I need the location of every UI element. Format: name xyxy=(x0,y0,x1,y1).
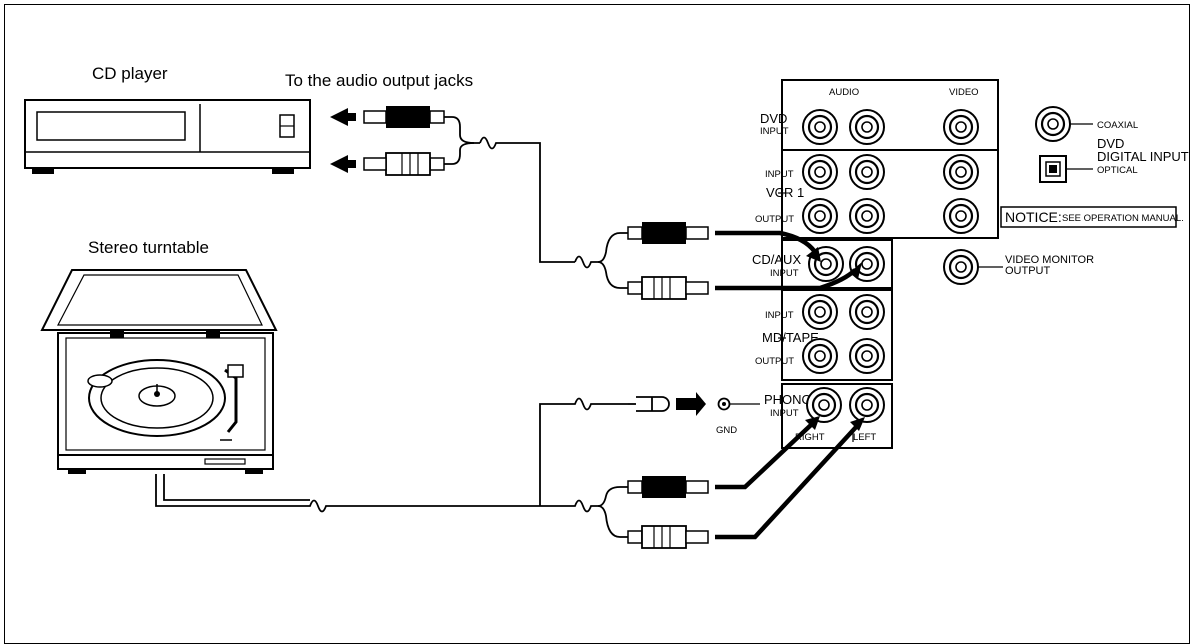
phono-input-label: INPUT xyxy=(770,408,799,419)
turntable-device xyxy=(40,269,278,474)
video-monitor-label-1: VIDEO MONITOR xyxy=(1005,254,1094,266)
phono-right-jack[interactable] xyxy=(805,386,843,424)
right-label: RIGHT xyxy=(795,432,825,443)
cdaux-input-label: INPUT xyxy=(770,268,799,279)
phono-label: PHONO xyxy=(764,392,812,407)
gnd-label: GND xyxy=(716,425,737,436)
mdtape-output-label: OUTPUT xyxy=(755,356,794,367)
vcr1-input-left-jack[interactable] xyxy=(848,153,886,191)
mdtape-output-right-jack[interactable] xyxy=(801,337,839,375)
dvd-video-jack[interactable] xyxy=(942,108,980,146)
phono-left-jack[interactable] xyxy=(848,386,886,424)
video-monitor-label-2: OUTPUT xyxy=(1005,265,1051,277)
dvd-audio-right-jack[interactable] xyxy=(801,108,839,146)
dvd-optical-jack[interactable] xyxy=(1039,155,1067,183)
mdtape-input-label: INPUT xyxy=(765,310,794,321)
digital-dvd-label: DVD xyxy=(1097,136,1124,151)
cd-cable xyxy=(330,105,575,263)
cd-player-device xyxy=(24,99,311,174)
coaxial-label: COAXIAL xyxy=(1097,120,1138,131)
dvd-audio-left-jack[interactable] xyxy=(848,108,886,146)
mdtape-label: MD/TAPE xyxy=(762,330,819,345)
video-monitor-output-jack[interactable] xyxy=(942,248,980,286)
notice-text: SEE OPERATION MANUAL. xyxy=(1062,213,1184,224)
turntable-label: Stereo turntable xyxy=(88,238,209,257)
video-header: VIDEO xyxy=(949,87,979,98)
vcr1-output-left-jack[interactable] xyxy=(848,197,886,235)
vcr1-video-input-jack[interactable] xyxy=(942,153,980,191)
audio-output-label: To the audio output jacks xyxy=(285,71,473,90)
dvd-input-label: INPUT xyxy=(760,126,789,137)
left-label: LEFT xyxy=(853,432,876,443)
vcr1-output-label: OUTPUT xyxy=(755,214,794,225)
notice-box xyxy=(1000,206,1177,228)
notice-label: NOTICE: xyxy=(1005,209,1062,225)
cdaux-cable xyxy=(574,221,862,300)
dvd-coaxial-jack[interactable] xyxy=(1034,105,1072,143)
optical-label: OPTICAL xyxy=(1097,165,1138,176)
turntable-cable xyxy=(155,392,865,549)
mdtape-output-left-jack[interactable] xyxy=(848,337,886,375)
connection-diagram: CD player To the audio output jacks Ster… xyxy=(24,64,1189,549)
mdtape-input-left-jack[interactable] xyxy=(848,293,886,331)
vcr1-output-right-jack[interactable] xyxy=(801,197,839,235)
audio-header: AUDIO xyxy=(829,87,859,98)
vcr1-input-label: INPUT xyxy=(765,169,794,180)
mdtape-input-right-jack[interactable] xyxy=(801,293,839,331)
vcr1-video-output-jack[interactable] xyxy=(942,197,980,235)
vcr1-input-right-jack[interactable] xyxy=(801,153,839,191)
cdaux-label: CD/AUX xyxy=(752,252,801,267)
cd-player-label: CD player xyxy=(92,64,168,83)
digital-input-label: DIGITAL INPUT xyxy=(1097,149,1189,164)
dvd-label: DVD xyxy=(760,111,787,126)
